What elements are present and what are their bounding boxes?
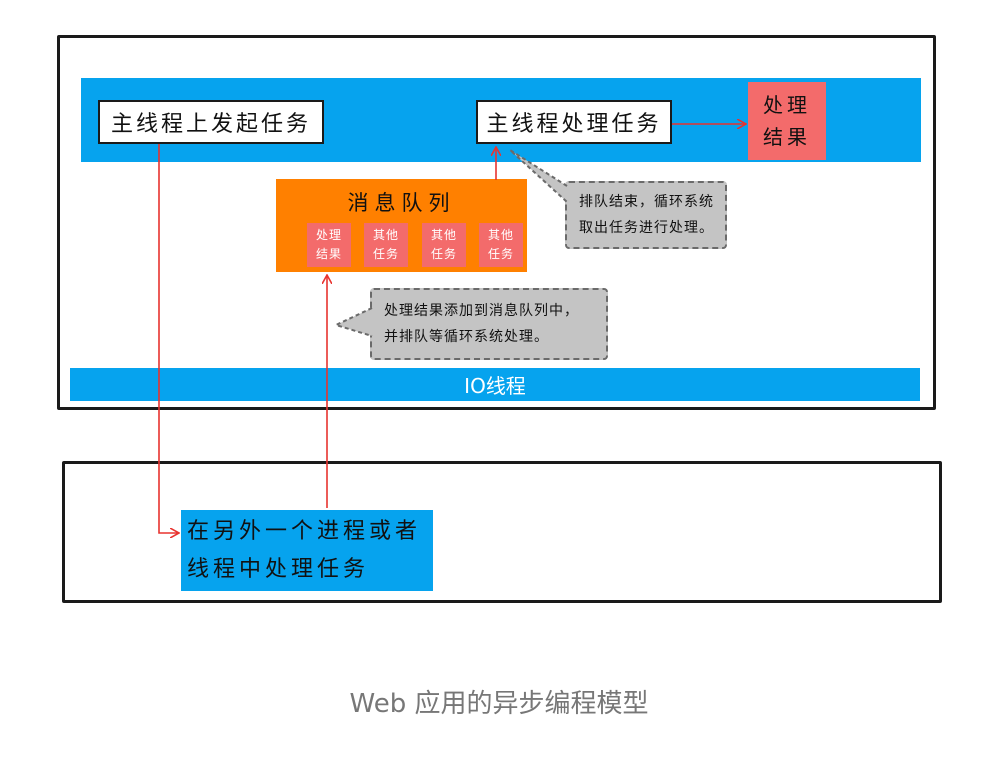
loop-note-tail [509, 149, 568, 203]
enqueue-note-line1: 处理结果添加到消息队列中， [384, 303, 579, 319]
handle-task-box: 主线程处理任务 [476, 100, 672, 144]
enqueue-note-tail [333, 307, 373, 337]
start-task-box: 主线程上发起任务 [98, 100, 324, 144]
handle-task-label: 主线程处理任务 [486, 112, 662, 137]
queue-item-other-task: 其他 任务 [422, 223, 466, 267]
other-task-line1: 在另外一个进程或者 [187, 518, 422, 544]
other-task-line2: 线程中处理任务 [187, 556, 370, 582]
queue-item-other-task: 其他 任务 [364, 223, 408, 267]
queue-item-result: 处理 结果 [307, 223, 351, 267]
message-queue-title: 消息队列 [347, 191, 456, 215]
enqueue-note-line2: 并排队等循环系统处理。 [384, 329, 549, 345]
enqueue-note-bubble: 处理结果添加到消息队列中， 并排队等循环系统处理。 [370, 288, 608, 360]
figure-caption: Web 应用的异步编程模型 [349, 689, 649, 719]
result-label-line2: 结果 [763, 125, 811, 149]
message-queue: 消息队列 处理 结果 其他 任务 其他 任务 其他 任务 [276, 179, 527, 272]
loop-note-line2: 取出任务进行处理。 [579, 220, 714, 236]
io-thread-band: IO线程 [70, 368, 920, 401]
result-label-line1: 处理 [763, 93, 811, 117]
result-box: 处理 结果 [748, 82, 826, 160]
loop-note-line1: 排队结束，循环系统 [579, 194, 714, 210]
queue-item-other-task: 其他 任务 [479, 223, 523, 267]
other-process-task-box: 在另外一个进程或者 线程中处理任务 [181, 510, 433, 591]
start-task-label: 主线程上发起任务 [110, 112, 311, 137]
dispatch-arrow [158, 144, 178, 533]
io-thread-label: IO线程 [464, 374, 526, 398]
loop-note-bubble: 排队结束，循环系统 取出任务进行处理。 [565, 181, 727, 249]
